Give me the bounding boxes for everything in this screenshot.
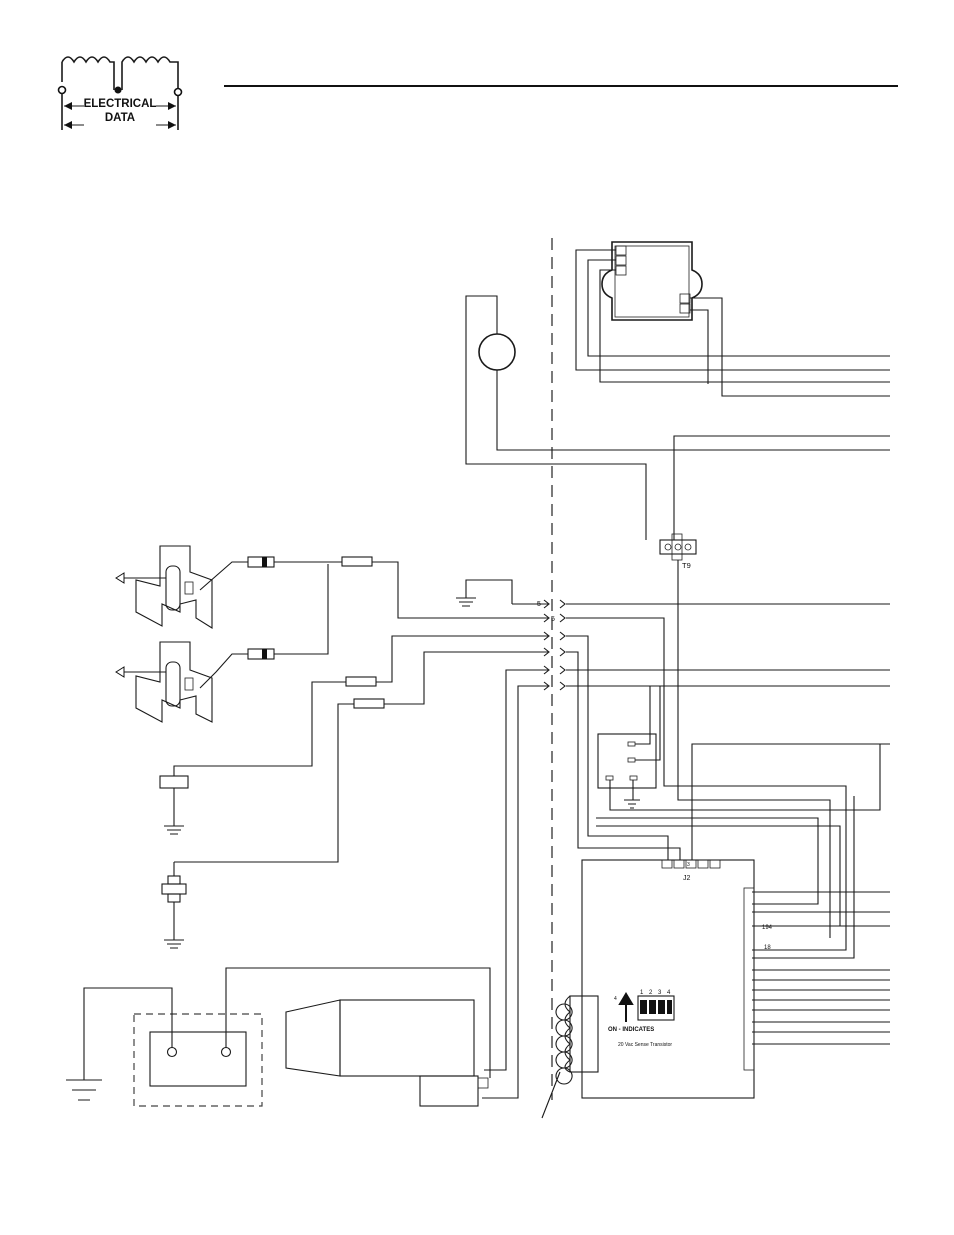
ground-symbol-1 [456,580,512,606]
top-module [602,242,702,320]
dip-num-2: 2 [649,990,653,996]
motor-symbol [479,334,515,370]
relay-module [598,734,656,788]
wire-label-5b: 5 [551,616,555,623]
terminal-label-t9: T9 [682,561,691,570]
diode-upper [248,557,274,567]
dip-num-3: 3 [658,990,662,996]
inline-resistor-1 [342,557,372,566]
logo-text-electrical: ELECTRICAL [84,98,157,110]
terminal-block-t9 [660,534,696,560]
fuel-solenoid-lower [116,642,248,722]
logo-text-data: DATA [105,112,135,124]
controller-note: 20 Vac Sense Transistor [618,1042,672,1048]
board-pin-header [744,888,754,1070]
inline-resistor-2 [346,677,376,686]
wire-label-5a: 5 [537,601,541,608]
electrical-data-logo: ELECTRICAL DATA [59,57,182,130]
j2-pin-label: 3 [687,862,690,868]
wire-label-18: 18 [764,945,771,951]
dip-num-1: 1 [640,990,644,996]
controller-board [582,860,754,1098]
inline-resistor-3 [354,699,384,708]
battery-enclosure [134,1014,262,1106]
dip-indicates-label: ON - INDICATES [608,1027,654,1033]
fuel-solenoid-upper [116,546,248,628]
pressure-sender [162,862,210,948]
diode-lower [248,649,274,659]
dip-switch [620,994,674,1022]
switch-sensor [160,766,210,834]
dip-num-4: 4 [667,990,671,996]
connector-chevrons [544,600,565,690]
wire-label-194: 194 [762,925,773,931]
dip-side-label: 4 [614,996,617,1002]
led-indicator-stack [556,996,598,1084]
starter-motor [286,1000,488,1106]
connector-j2-label: J2 [683,875,691,882]
